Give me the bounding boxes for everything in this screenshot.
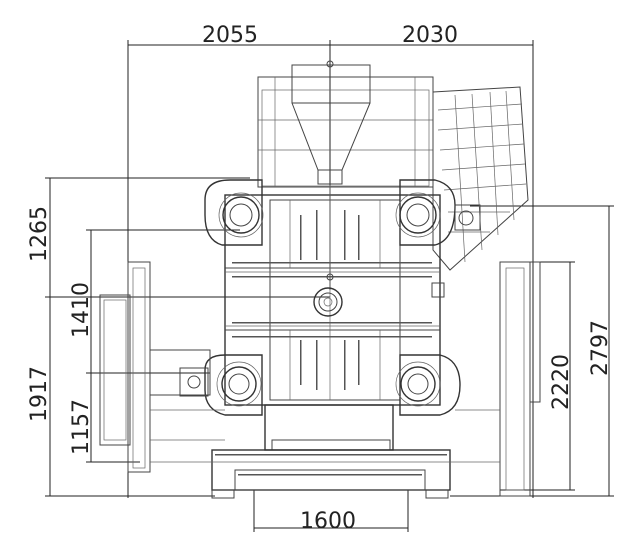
dim-right-outer: 2797 <box>588 320 613 376</box>
dim-left-lower-outer: 1917 <box>27 366 52 422</box>
dimension-lines <box>45 40 614 532</box>
dim-right-inner: 2220 <box>549 354 574 410</box>
dim-top-left: 2055 <box>202 23 258 48</box>
dim-left-middle: 1410 <box>69 282 94 338</box>
dim-left-upper: 1265 <box>27 206 52 262</box>
dim-bottom: 1600 <box>300 509 356 534</box>
dim-left-lower-inner: 1157 <box>69 399 94 455</box>
machine-body <box>99 60 541 499</box>
dim-top-right: 2030 <box>402 23 458 48</box>
